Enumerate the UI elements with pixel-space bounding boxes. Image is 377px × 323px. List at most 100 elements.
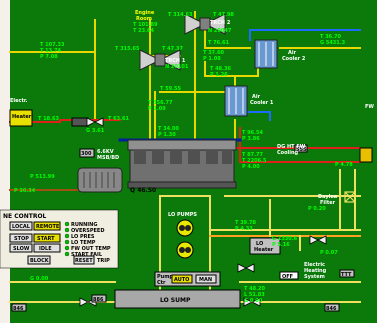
ht-temp2: T 87.77 [242, 152, 263, 158]
sump-level: L 51.83 [244, 292, 265, 298]
reset-button[interactable] [73, 255, 95, 265]
reset-label: RESET [75, 258, 93, 264]
pump-auto-button[interactable] [171, 274, 193, 284]
lo-sump-label: LO SUMP [160, 297, 191, 304]
sump-flow: G 0.00 [244, 298, 263, 304]
pump-auto-label: AUTO [174, 277, 189, 283]
valve-icon [309, 235, 319, 245]
idle-label: IDLE [39, 246, 52, 252]
tc2-label: TRCH 2 [210, 20, 231, 26]
elec-heat-label: Electric [304, 262, 325, 268]
lo-heater-box[interactable] [249, 237, 281, 255]
generator-voltage: 6.6KV [97, 149, 114, 155]
ac2-out-flow: G 5431.3 [320, 40, 346, 46]
idle-button[interactable] [33, 243, 61, 253]
fuel-filter[interactable] [71, 117, 89, 127]
tc1-label: TRCH 1 [165, 58, 186, 64]
engine-load: Q 46.50 [130, 187, 156, 194]
fw-pump[interactable] [359, 147, 373, 163]
fw-label: FW [365, 104, 374, 110]
left-pres: P 7.08 [40, 54, 58, 60]
lo-pump-2[interactable] [176, 241, 194, 259]
sump-temp: T 48.20 [244, 286, 265, 292]
status-label: START FAIL [71, 252, 103, 258]
valve-icon [237, 263, 247, 273]
status-label: RUNNING [71, 222, 97, 228]
engine-control-title: NE CONTROL [3, 213, 47, 220]
ht-flow: T 2206.5 [242, 158, 267, 164]
lo-pres1: P 4.33 [235, 226, 253, 232]
generator-bus: MSB/BD [97, 155, 119, 161]
ac2-temp3: T 48.36 [210, 66, 231, 72]
electric-heater-box[interactable] [9, 109, 33, 127]
generator-breaker-box[interactable] [79, 148, 95, 158]
ht-pres4: P 4.00 [242, 164, 260, 170]
valve-icon [243, 297, 253, 307]
ac2-out-temp: T 36.70 [320, 34, 341, 40]
heater-label: Heater [12, 114, 32, 120]
engine-room-label: Engine [135, 10, 155, 16]
lo-temp1: T 39.78 [235, 220, 256, 226]
status-led [64, 221, 70, 227]
bottom-flow: G 0.00 [30, 276, 49, 282]
tc2-temp: T 314.63 [168, 12, 193, 18]
tc2-temp2: T 47.98 [213, 12, 234, 18]
lo-pump-1[interactable] [176, 219, 194, 237]
right-bottom-number-2: TTT [341, 272, 352, 278]
generator-breaker-number: 300 [81, 151, 92, 157]
dg-ht-fw-label: DG HT FW [277, 144, 306, 150]
diesel-engine[interactable] [127, 139, 237, 189]
elec-heat-label2: Heating [304, 268, 327, 274]
engine-room-temp2: T 23.64 [133, 28, 154, 34]
dg-ht-fw-label2: Cooling [277, 150, 299, 156]
lo-sump-tank[interactable] [114, 289, 241, 309]
status-led [64, 245, 70, 251]
valve-icon [79, 297, 89, 307]
turbocharger-2[interactable] [184, 13, 226, 35]
valve-icon [94, 117, 104, 127]
lo-flow: G 1330.6 [272, 236, 298, 242]
right-bottom-box-2 [339, 269, 355, 278]
right-bottom-number: 846 [326, 306, 337, 312]
filter-out-temp: T 63.61 [108, 116, 129, 122]
air-cooler-1[interactable] [224, 85, 248, 117]
local-button[interactable] [9, 221, 33, 231]
valve-icon [86, 117, 96, 127]
engine-room-label2: Room [136, 16, 152, 22]
block-button[interactable] [27, 255, 51, 265]
tc1-temp2: T 47.37 [162, 46, 183, 52]
valve-icon [245, 263, 255, 273]
turbocharger-1[interactable] [139, 49, 181, 71]
mid-pres3: P 1.30 [158, 132, 176, 138]
trip-label: TRIP [97, 258, 110, 264]
ac1-label: Air [252, 94, 261, 100]
remote-button[interactable] [33, 221, 61, 231]
ht-pres1: P 3.86 [242, 136, 260, 142]
status-led [64, 251, 70, 257]
start-button[interactable] [33, 233, 61, 243]
left-bottom-number: 846 [13, 306, 24, 312]
pump-left-box [91, 294, 107, 303]
stop-button[interactable] [9, 233, 33, 243]
slow-button[interactable] [9, 243, 33, 253]
lo-pres3: P 0.07 [320, 250, 338, 256]
ac2-temp: T 37.60 [203, 50, 224, 56]
air-cooler-2[interactable] [254, 39, 278, 69]
status-led [64, 233, 70, 239]
ac1-label2: Cooler 1 [250, 100, 274, 106]
generator[interactable] [77, 167, 123, 193]
lo-heater-label: LO [256, 241, 263, 247]
ac2-label: Air [288, 50, 297, 56]
lo-pres2: P 5.16 [272, 242, 290, 248]
ac2-label2: Cooler 2 [282, 56, 306, 62]
pump-man-label: MAN [199, 277, 212, 283]
electric-label: Electr. [10, 98, 28, 104]
mid-temp2: T 356.77 [148, 100, 173, 106]
engine-room-temp: T 101.89 [133, 22, 158, 28]
pump-man-button[interactable] [195, 274, 217, 284]
daylea-filter[interactable] [344, 191, 356, 203]
right-bottom-box [324, 303, 340, 312]
daylea-label2: Filter [320, 200, 336, 206]
left-temp1: T 107.33 [40, 42, 65, 48]
